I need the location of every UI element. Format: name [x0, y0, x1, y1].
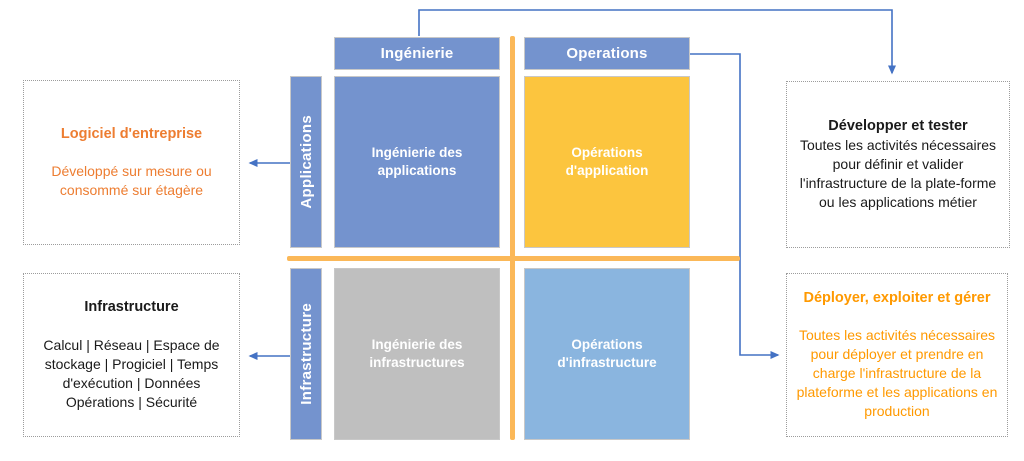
column-header-ingenierie: Ingénierie [334, 37, 500, 70]
arrow-operations-to-deploy-manage [690, 53, 780, 359]
note-deploy-operate-manage: Déployer, exploiter et gérer Toutes les … [786, 273, 1008, 437]
note-deploy-operate-manage-body: Toutes les activités nécessaires pour dé… [796, 327, 998, 420]
note-infrastructure: Infrastructure Calcul | Réseau | Espace … [23, 273, 240, 437]
note-develop-test-body: Toutes les activités nécessaires pour dé… [799, 136, 997, 210]
divider-horizontal-orange [287, 256, 740, 261]
divider-vertical-orange [510, 36, 515, 440]
note-infrastructure-body: Calcul | Réseau | Espace de stockage | P… [43, 336, 220, 410]
row-header-infrastructure: Infrastructure [290, 268, 322, 440]
note-enterprise-software-body: Développé sur mesure ou consommé sur éta… [51, 163, 212, 199]
quadrant-application-operations: Opérations d'application [524, 76, 690, 248]
note-deploy-operate-manage-title: Déployer, exploiter et gérer [803, 289, 991, 306]
quadrant-infrastructure-operations: Opérations d'infrastructure [524, 268, 690, 440]
note-enterprise-software-title: Logiciel d'entreprise [60, 125, 203, 142]
column-header-operations: Operations [524, 37, 690, 70]
note-develop-test: Développer et tester Toutes les activité… [786, 81, 1010, 248]
row-header-infrastructure-label: Infrastructure [297, 303, 315, 405]
quadrant-application-engineering: Ingénierie des applications [334, 76, 500, 248]
note-develop-test-title: Développer et tester [828, 118, 968, 135]
quadrant-infrastructure-engineering: Ingénierie des infrastructures [334, 268, 500, 440]
note-infrastructure-title: Infrastructure [84, 299, 179, 316]
note-enterprise-software: Logiciel d'entreprise Développé sur mesu… [23, 80, 240, 245]
row-header-applications-label: Applications [297, 115, 315, 209]
row-header-applications: Applications [290, 76, 322, 248]
